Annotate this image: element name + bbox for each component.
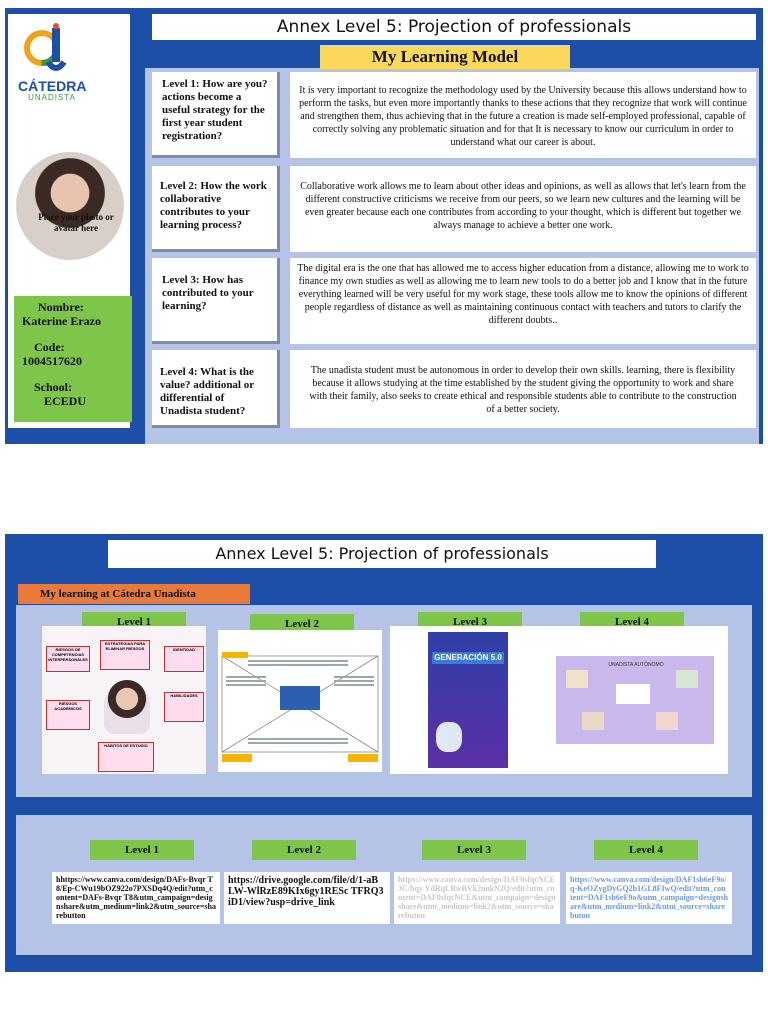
t4-image-1 [566,670,588,688]
answer-level-4: The unadista student must be autonomous … [290,350,756,428]
code-label: Code: [34,340,65,354]
t4-title: UNADISTA AUTÓNOMO [608,662,664,668]
t1-tag-6: HABITOS DE ESTUDIO [98,742,154,772]
t1-tag-2: ESTRATEGIAS PARA ELIMINAR RIESGOS [100,640,150,670]
t1-tag-3: IDENTIDAD [164,646,204,672]
slide-2-title: Annex Level 5: Projection of professiona… [108,540,656,568]
question-level-1: Level 1: How are you? actions become a u… [152,72,280,158]
logo-name: CÁTEDRA [18,78,87,94]
question-level-4: Level 4: What is the value? additional o… [152,350,280,428]
answer-level-2: Collaborative work allows me to learn ab… [290,166,756,252]
level-4-link[interactable]: https://www.canva.com/design/DAF1sb6eF9o… [566,872,732,924]
level-3-thumbnail[interactable]: GENERACIÓN 5.0 [390,626,554,774]
t3-title: GENERACIÓN 5.0 [432,652,504,664]
student-code: 1004517620 [22,354,82,368]
logo-subtitle: UNADISTA [28,93,76,102]
level-2-label-bottom: Level 2 [252,840,356,860]
answer-level-1: It is very important to recognize the me… [290,72,756,158]
robot-icon [436,722,462,752]
student-name: Katerine Erazo [22,314,101,328]
level-1-label-bottom: Level 1 [90,840,194,860]
question-level-3: Level 3: How has contributed to your lea… [152,258,280,344]
t1-tag-4: RIESGOS ACADÉMICOS [46,700,90,730]
learning-model-heading: My Learning Model [320,45,570,69]
t4-image-5 [656,712,678,730]
level-1-link[interactable]: hhttps://www.canva.com/design/DAFs-Bvqr … [52,872,220,924]
level-2-label-top: Level 2 [250,614,354,634]
name-label: Nombre: [38,300,84,314]
student-school: ECEDU [44,394,87,408]
level-1-thumbnail[interactable]: RIESGOS DE COMPETENCIAS INTERPERSONALES … [42,626,206,774]
t1-tag-1: RIESGOS DE COMPETENCIAS INTERPERSONALES [46,646,90,672]
level-4-label-bottom: Level 4 [594,840,698,860]
t4-image-2 [676,670,698,688]
t1-photo [104,680,150,734]
level-3-link[interactable]: https://www.canva.com/design/DAF0sfqcNCE… [394,872,560,924]
t1-tag-5: HABILIDADES [164,692,204,722]
catedra-logo: CÁTEDRA UNADISTA [18,22,87,102]
level-2-thumbnail[interactable] [218,630,382,772]
profile-card: Nombre: Katerine Erazo Code: 1004517620 … [14,296,132,422]
t4-image-3 [616,684,650,704]
level-2-diagram [221,652,379,762]
school-label: School: [34,380,73,394]
my-learning-tab: My learning at Cátedra Unadista [18,584,250,604]
slide-1-title: Annex Level 5: Projection of professiona… [152,14,756,40]
t4-image-4 [582,712,604,730]
avatar-placeholder-label: Place your photo or avatar here [38,212,114,233]
avatar [16,152,124,260]
level-3-label-bottom: Level 3 [422,840,526,860]
question-level-2: Level 2: How the work collaborative cont… [152,166,280,252]
level-2-link[interactable]: https://drive.google.com/file/d/1-aB LW-… [224,872,390,924]
level-4-thumbnail[interactable]: UNADISTA AUTÓNOMO [554,626,728,774]
answer-level-3: The digital era is the one that has allo… [290,258,756,344]
